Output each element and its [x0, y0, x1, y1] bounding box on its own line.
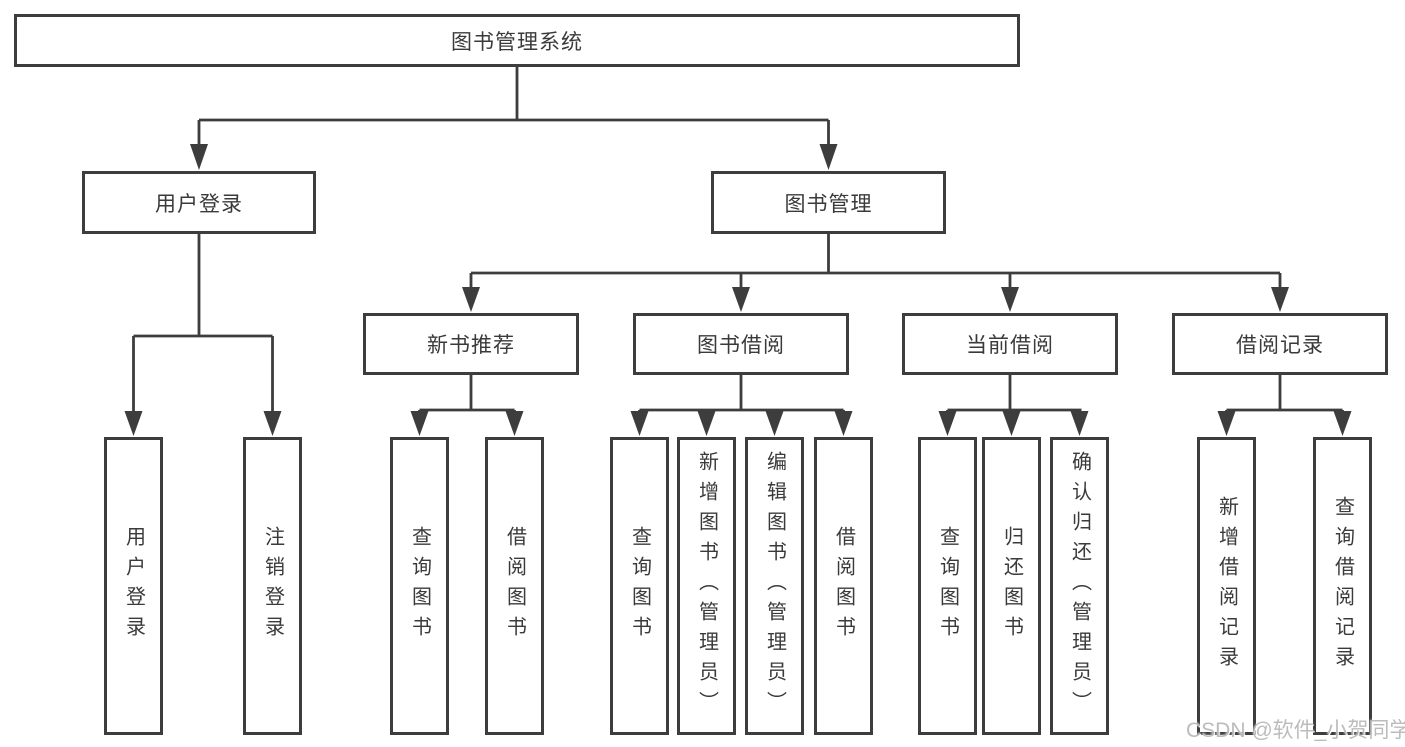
leaf-user-login-label: 用户登录	[122, 526, 145, 646]
leaf-add-books-admin: 新增图书（管理员）	[677, 437, 736, 735]
node-borrowing-records: 借阅记录	[1172, 313, 1388, 375]
node-book-management: 图书管理	[711, 171, 946, 234]
node-root-label: 图书管理系统	[451, 30, 583, 54]
leaf-add-borrow-record: 新增借阅记录	[1197, 437, 1256, 735]
leaf-borrowing-query-books-label: 查询图书	[628, 526, 651, 646]
leaf-user-login: 用户登录	[104, 437, 163, 735]
leaf-add-borrow-record-label: 新增借阅记录	[1215, 496, 1238, 676]
node-root: 图书管理系统	[14, 14, 1020, 67]
node-new-book-recommendation: 新书推荐	[363, 313, 579, 375]
leaf-recommend-borrow-books: 借阅图书	[485, 437, 544, 735]
leaf-add-books-admin-label: 新增图书（管理员）	[695, 451, 718, 721]
leaf-recommend-query-books: 查询图书	[390, 437, 449, 735]
node-book-borrowing-label: 图书借阅	[697, 334, 785, 357]
leaf-borrowing-borrow-books-label: 借阅图书	[832, 526, 855, 646]
leaf-borrowing-borrow-books: 借阅图书	[814, 437, 873, 735]
leaf-edit-books-admin: 编辑图书（管理员）	[745, 437, 804, 735]
leaf-current-query-books-label: 查询图书	[936, 526, 959, 646]
leaf-query-borrow-record-label: 查询借阅记录	[1331, 496, 1354, 676]
node-user-login: 用户登录	[82, 171, 316, 234]
leaf-query-borrow-record: 查询借阅记录	[1313, 437, 1372, 735]
leaf-logout-label: 注销登录	[261, 526, 284, 646]
leaf-return-books-label: 归还图书	[1000, 526, 1023, 646]
node-current-borrowing-label: 当前借阅	[966, 334, 1054, 357]
node-current-borrowing: 当前借阅	[902, 313, 1118, 375]
leaf-current-query-books: 查询图书	[918, 437, 977, 735]
leaf-edit-books-admin-label: 编辑图书（管理员）	[763, 451, 786, 721]
node-user-login-label: 用户登录	[155, 192, 243, 216]
node-book-borrowing: 图书借阅	[633, 313, 849, 375]
leaf-confirm-return-admin: 确认归还（管理员）	[1050, 437, 1109, 735]
leaf-confirm-return-admin-label: 确认归还（管理员）	[1068, 451, 1091, 721]
leaf-recommend-query-books-label: 查询图书	[408, 526, 431, 646]
csdn-watermark: CSDN @软件_小贺同学	[1186, 719, 1405, 742]
node-borrowing-records-label: 借阅记录	[1236, 334, 1324, 357]
node-book-management-label: 图书管理	[784, 192, 873, 216]
leaf-logout: 注销登录	[243, 437, 302, 735]
leaf-return-books: 归还图书	[982, 437, 1041, 735]
node-new-book-recommendation-label: 新书推荐	[427, 334, 515, 357]
leaf-recommend-borrow-books-label: 借阅图书	[503, 526, 526, 646]
leaf-borrowing-query-books: 查询图书	[610, 437, 669, 735]
